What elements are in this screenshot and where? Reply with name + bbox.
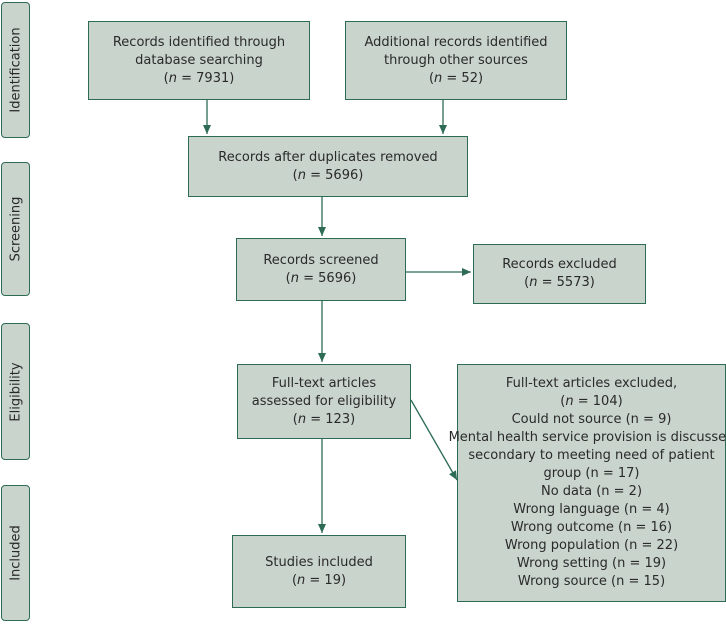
- phase-eligibility: Eligibility: [1, 323, 30, 460]
- fulltext-excluded-box: Full-text articles excluded, (n = 104) C…: [449, 364, 726, 602]
- excluded-count: (n = 5573): [524, 275, 595, 290]
- other-line-1: Additional records identified: [364, 34, 548, 50]
- screened-count: (n = 5696): [285, 270, 357, 286]
- duplicates-removed-box: Records after duplicates removed (n = 56…: [188, 136, 468, 197]
- records-excluded-box: Records excluded (n = 5573): [473, 244, 646, 304]
- phase-screening: Screening: [1, 162, 30, 296]
- reason-wrong-language: Wrong language (n = 4): [513, 502, 670, 517]
- excluded-line-1: Records excluded: [502, 257, 617, 272]
- database-line-2: database searching: [135, 52, 263, 68]
- ft-excluded-title: Full-text articles excluded,: [505, 376, 678, 391]
- studies-included-box: Studies included (n = 19): [232, 535, 406, 608]
- reason-wrong-population: Wrong population (n = 22): [504, 538, 679, 553]
- reason-wrong-setting: Wrong setting (n = 19): [516, 556, 667, 571]
- duplicates-line-1: Records after duplicates removed: [218, 149, 438, 165]
- reason-mental-health-line-1: Mental health service provision is discu…: [448, 430, 726, 445]
- fulltext-assessed-box: Full-text articles assessed for eligibil…: [237, 364, 411, 439]
- other-count: (n = 52): [428, 70, 484, 86]
- arrow-fulltext-to-ftexcluded: [410, 399, 458, 481]
- included-count: (n = 19): [291, 572, 347, 588]
- included-line-1: Studies included: [265, 554, 373, 570]
- records-identified-database-box: Records identified through database sear…: [88, 21, 310, 100]
- additional-records-box: Additional records identified through ot…: [345, 21, 567, 100]
- database-count: (n = 7931): [163, 70, 235, 86]
- reason-mental-health-line-2: secondary to meeting need of patient: [468, 448, 715, 463]
- reason-mental-health-line-3: group (n = 17): [543, 466, 640, 481]
- fulltext-line-2: assessed for eligibility: [251, 393, 397, 409]
- ft-excluded-count: (n = 104): [560, 394, 623, 409]
- duplicates-count: (n = 5696): [292, 167, 364, 183]
- reason-wrong-outcome: Wrong outcome (n = 16): [510, 520, 673, 535]
- screened-line-1: Records screened: [263, 252, 379, 268]
- phase-identification: Identification: [1, 2, 30, 138]
- reason-wrong-source: Wrong source (n = 15): [517, 574, 666, 589]
- fulltext-count: (n = 123): [292, 411, 356, 427]
- reason-no-data: No data (n = 2): [540, 484, 643, 499]
- records-screened-box: Records screened (n = 5696): [236, 238, 406, 301]
- other-line-2: through other sources: [384, 52, 528, 68]
- reason-could-not-source: Could not source (n = 9): [511, 412, 672, 427]
- phase-included: Included: [1, 485, 30, 621]
- fulltext-line-1: Full-text articles: [271, 375, 377, 391]
- database-line-1: Records identified through: [112, 34, 286, 50]
